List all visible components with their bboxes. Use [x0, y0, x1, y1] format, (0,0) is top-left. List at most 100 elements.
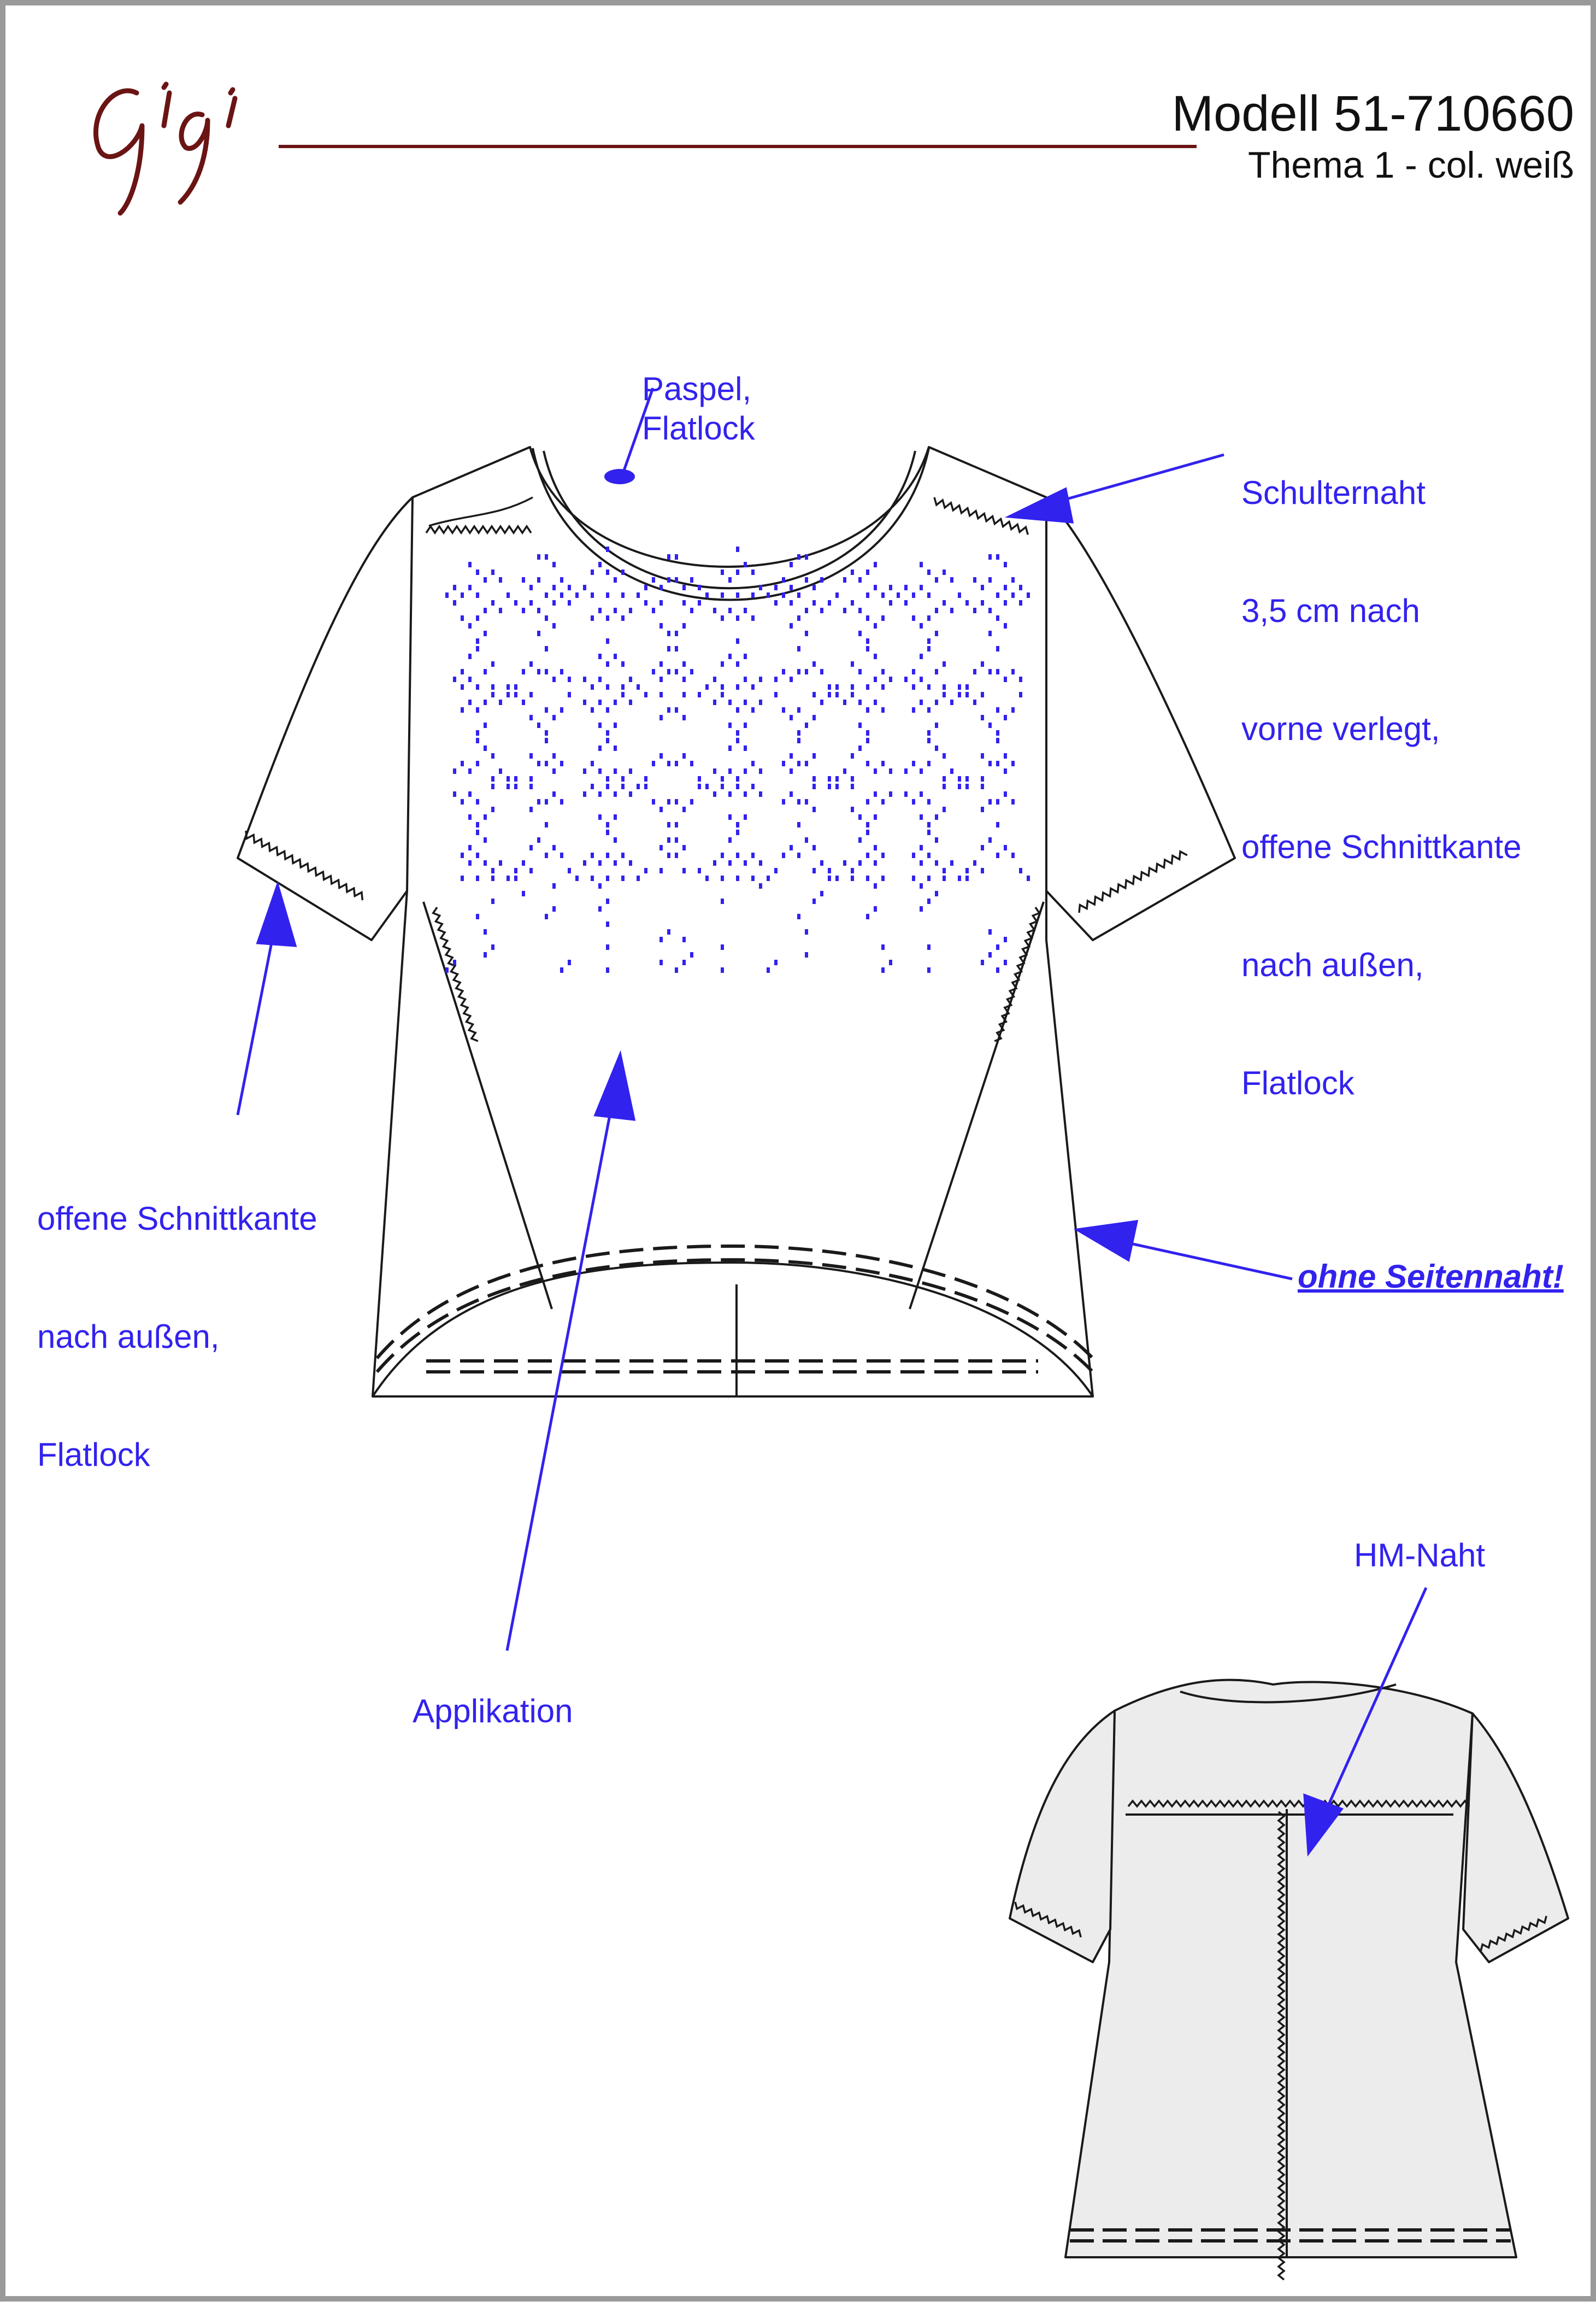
- pattern-stitch: [453, 600, 456, 606]
- pattern-stitch: [858, 608, 862, 613]
- pattern-stitch: [751, 761, 755, 766]
- pattern-stitch: [529, 845, 533, 850]
- pattern-stitch: [751, 784, 755, 789]
- pattern-stitch: [851, 784, 854, 789]
- pattern-stitch: [552, 845, 556, 850]
- pattern-stitch: [843, 608, 846, 613]
- pattern-stitch: [889, 960, 892, 965]
- pattern-stitch: [507, 784, 510, 789]
- pattern-stitch: [728, 837, 732, 843]
- pattern-stitch: [721, 661, 724, 667]
- callout-no-side-seam: ohne Seitennaht!: [1298, 1258, 1564, 1295]
- pattern-stitch: [667, 631, 670, 636]
- pattern-stitch: [652, 761, 655, 766]
- pattern-stitch: [537, 723, 540, 728]
- pattern-stitch: [453, 585, 456, 590]
- pattern-stitch: [583, 791, 586, 797]
- pattern-stitch: [874, 677, 877, 682]
- pattern-stitch: [667, 669, 670, 674]
- pattern-stitch: [950, 577, 953, 583]
- pattern-stitch: [805, 608, 808, 613]
- pattern-stitch: [858, 860, 862, 866]
- pattern-stitch: [583, 700, 586, 705]
- annotation-arrows: [236, 388, 1428, 1857]
- callout-shoulder-seam: Schulternaht 3,5 cm nach vorne verlegt, …: [1241, 474, 1522, 1101]
- pattern-stitch: [713, 608, 716, 613]
- pattern-stitch: [522, 860, 525, 866]
- pattern-stitch: [996, 799, 999, 805]
- pattern-stitch: [866, 876, 869, 881]
- pattern-stitch: [606, 899, 609, 904]
- pattern-stitch: [858, 814, 862, 820]
- pattern-stitch: [935, 700, 938, 705]
- pattern-stitch: [529, 715, 533, 720]
- pattern-stitch: [858, 837, 862, 843]
- pattern-stitch: [682, 845, 686, 850]
- arrow-piping: [620, 388, 655, 477]
- pattern-stitch: [904, 791, 908, 797]
- technical-drawing: [93, 81, 1569, 2281]
- pattern-stitch: [744, 814, 747, 820]
- pattern-stitch: [644, 600, 647, 606]
- pattern-stitch: [874, 562, 877, 567]
- pattern-stitch: [874, 768, 877, 774]
- pattern-stitch: [958, 784, 961, 789]
- pattern-stitch: [927, 570, 930, 575]
- pattern-stitch: [950, 768, 953, 774]
- pattern-stitch: [759, 700, 762, 705]
- pattern-stitch: [545, 646, 548, 651]
- arrow-application: [505, 1103, 614, 1651]
- front-neckline: [543, 450, 916, 590]
- pattern-stitch: [996, 707, 999, 713]
- pattern-stitch: [545, 738, 548, 743]
- pattern-stitch: [744, 791, 747, 797]
- pattern-stitch: [659, 845, 663, 850]
- pattern-stitch: [820, 577, 823, 583]
- pattern-stitch: [606, 615, 609, 621]
- pattern-stitch: [851, 776, 854, 782]
- pattern-stitch: [445, 967, 449, 973]
- pattern-stitch: [866, 738, 869, 743]
- pattern-stitch: [790, 562, 793, 567]
- pattern-stitch: [552, 623, 556, 629]
- pattern-stitch: [522, 700, 525, 705]
- pattern-stitch: [736, 876, 739, 881]
- pattern-stitch: [606, 967, 609, 973]
- pattern-stitch: [675, 853, 678, 858]
- pattern-stitch: [491, 876, 494, 881]
- pattern-stitch: [1004, 623, 1007, 629]
- pattern-stitch: [920, 562, 923, 567]
- pattern-stitch: [973, 608, 976, 613]
- pattern-stitch: [889, 585, 892, 590]
- pattern-stitch: [797, 707, 800, 713]
- pattern-stitch: [637, 784, 640, 789]
- pattern-stitch: [491, 868, 494, 873]
- pattern-stitch: [835, 876, 839, 881]
- pattern-stitch: [935, 577, 938, 583]
- pattern-stitch: [881, 853, 885, 858]
- pattern-stitch: [904, 768, 908, 774]
- pattern-stitch: [591, 592, 594, 598]
- pattern-stitch: [935, 745, 938, 751]
- pattern-stitch: [621, 570, 625, 575]
- arrow-shoulder: [1043, 453, 1224, 507]
- pattern-stitch: [476, 615, 479, 621]
- pattern-stitch: [514, 684, 517, 690]
- pattern-stitch: [927, 876, 930, 881]
- pattern-stitch: [790, 623, 793, 629]
- pattern-stitch: [851, 876, 854, 881]
- pattern-stitch: [736, 853, 739, 858]
- pattern-stitch: [958, 692, 961, 697]
- pattern-stitch: [912, 707, 915, 713]
- pattern-stitch: [522, 669, 525, 674]
- pattern-stitch: [491, 692, 494, 697]
- pattern-stitch: [598, 814, 602, 820]
- back-hem-stitching: [1070, 2228, 1511, 2243]
- pattern-stitch: [981, 776, 984, 782]
- pattern-stitch: [728, 768, 732, 774]
- arrow-open-edge-head: [256, 880, 297, 947]
- pattern-stitch: [805, 554, 808, 560]
- pattern-stitch: [866, 615, 869, 621]
- pattern-stitch: [682, 937, 686, 942]
- pattern-stitch: [468, 860, 472, 866]
